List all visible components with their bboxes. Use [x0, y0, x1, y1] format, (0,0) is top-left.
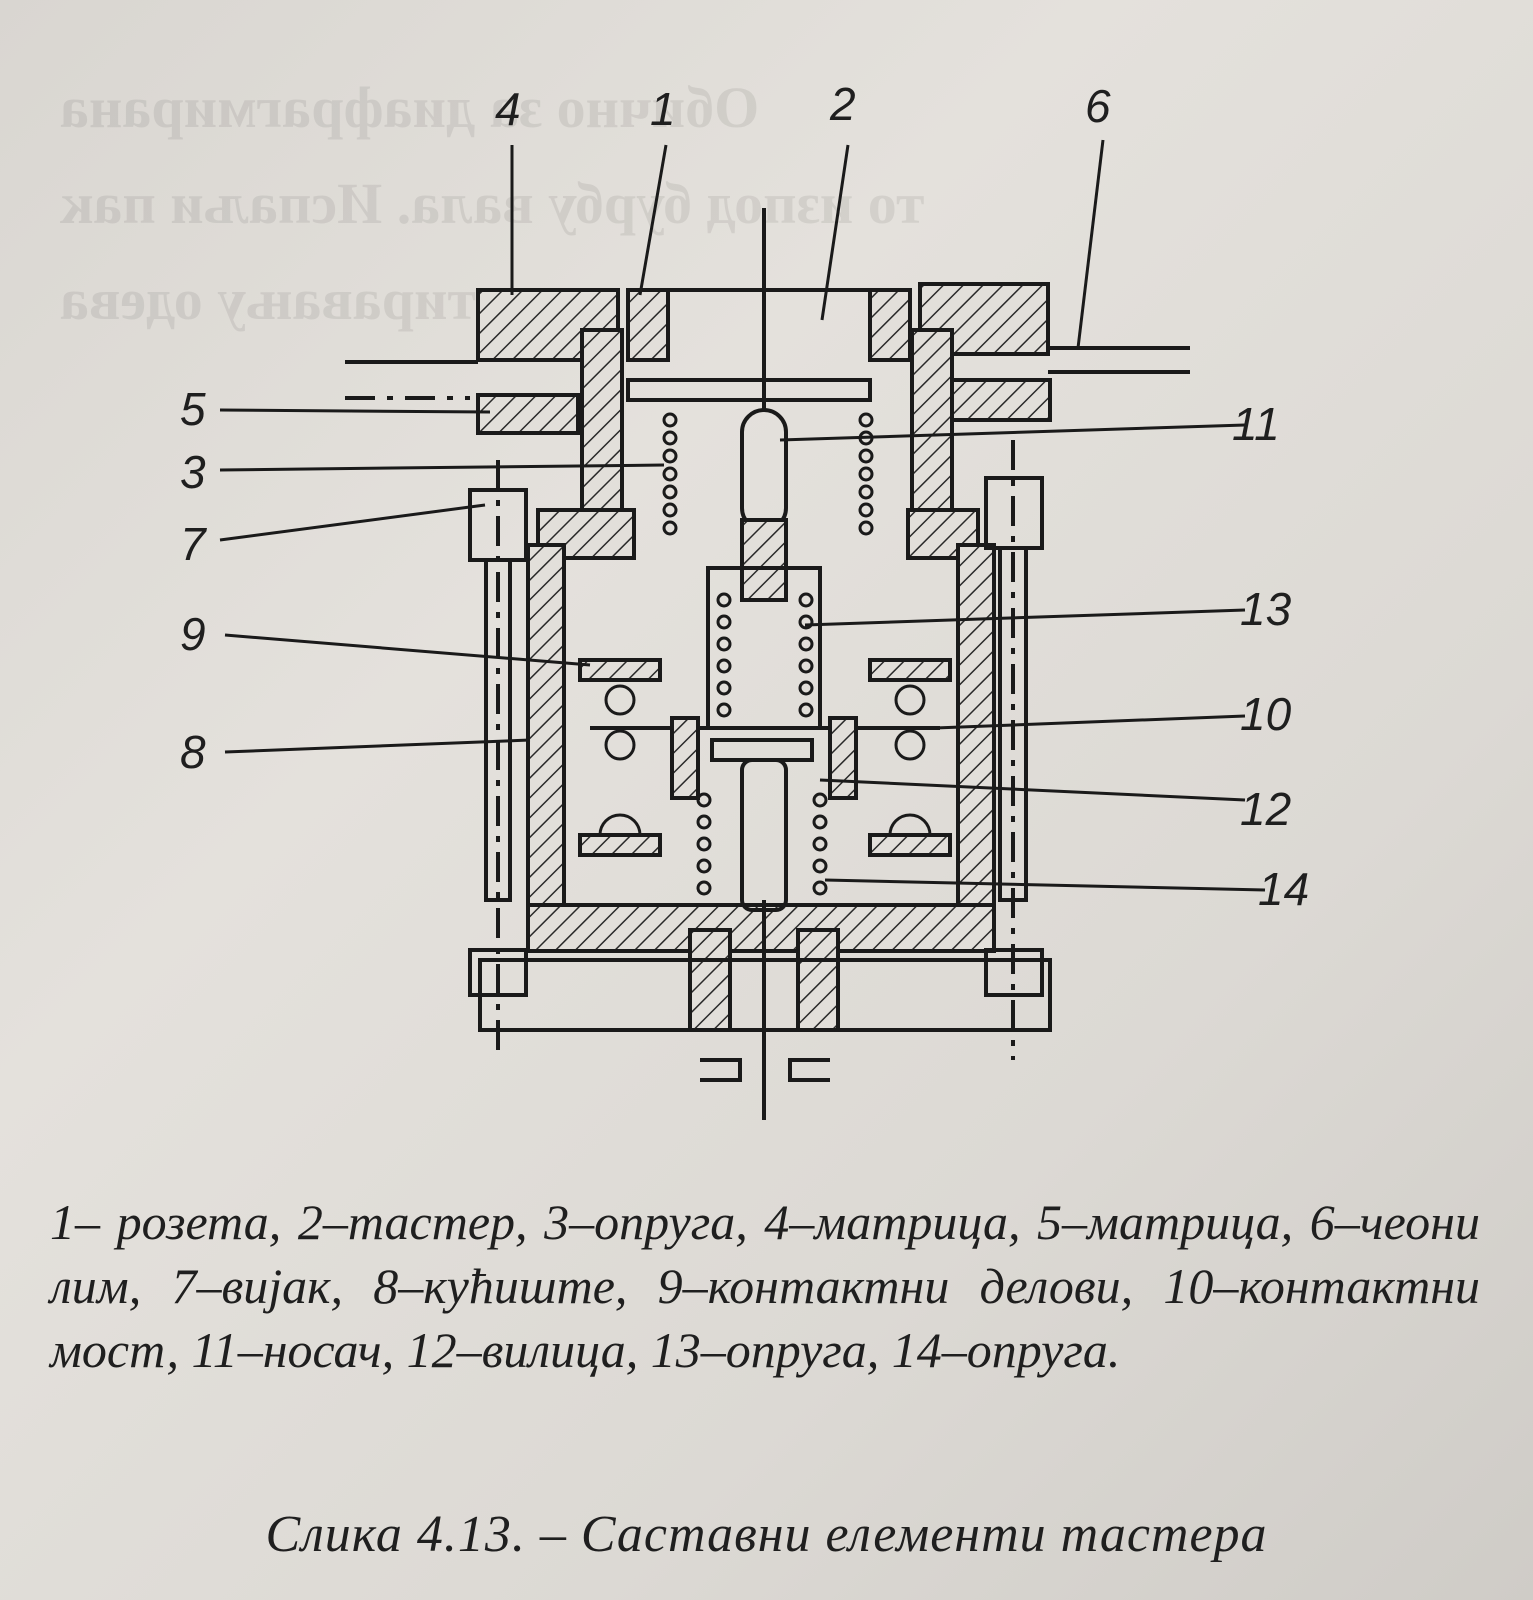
label-14: 14 — [1258, 863, 1309, 915]
part-labels: 4 1 2 6 5 3 7 9 8 11 13 10 12 14 — [180, 78, 1309, 915]
figure-caption-legend: 1– розета, 2–тастер, 3–опруга, 4–матрица… — [50, 1194, 1480, 1378]
spring-14 — [696, 792, 828, 896]
label-7: 7 — [180, 518, 207, 570]
label-12: 12 — [1240, 783, 1291, 835]
rosette — [536, 288, 980, 560]
figure-title: Слика 4.13. – Саставни елементи тастера — [265, 1506, 1268, 1563]
label-8: 8 — [180, 726, 206, 778]
label-1: 1 — [650, 83, 676, 135]
label-10: 10 — [1240, 688, 1292, 740]
label-4: 4 — [495, 83, 521, 135]
spring-13 — [706, 518, 822, 730]
contact-parts — [578, 658, 952, 857]
contact-bridge — [590, 716, 940, 912]
label-9: 9 — [180, 608, 206, 660]
label-6: 6 — [1085, 80, 1111, 132]
label-3: 3 — [180, 446, 206, 498]
label-5: 5 — [180, 383, 206, 435]
label-11: 11 — [1232, 398, 1280, 450]
label-2: 2 — [829, 78, 856, 130]
button-plunger — [626, 208, 872, 532]
spring-3 — [662, 412, 874, 536]
leader-lines — [219, 139, 1266, 892]
label-13: 13 — [1240, 583, 1292, 635]
housing — [478, 543, 1052, 1120]
